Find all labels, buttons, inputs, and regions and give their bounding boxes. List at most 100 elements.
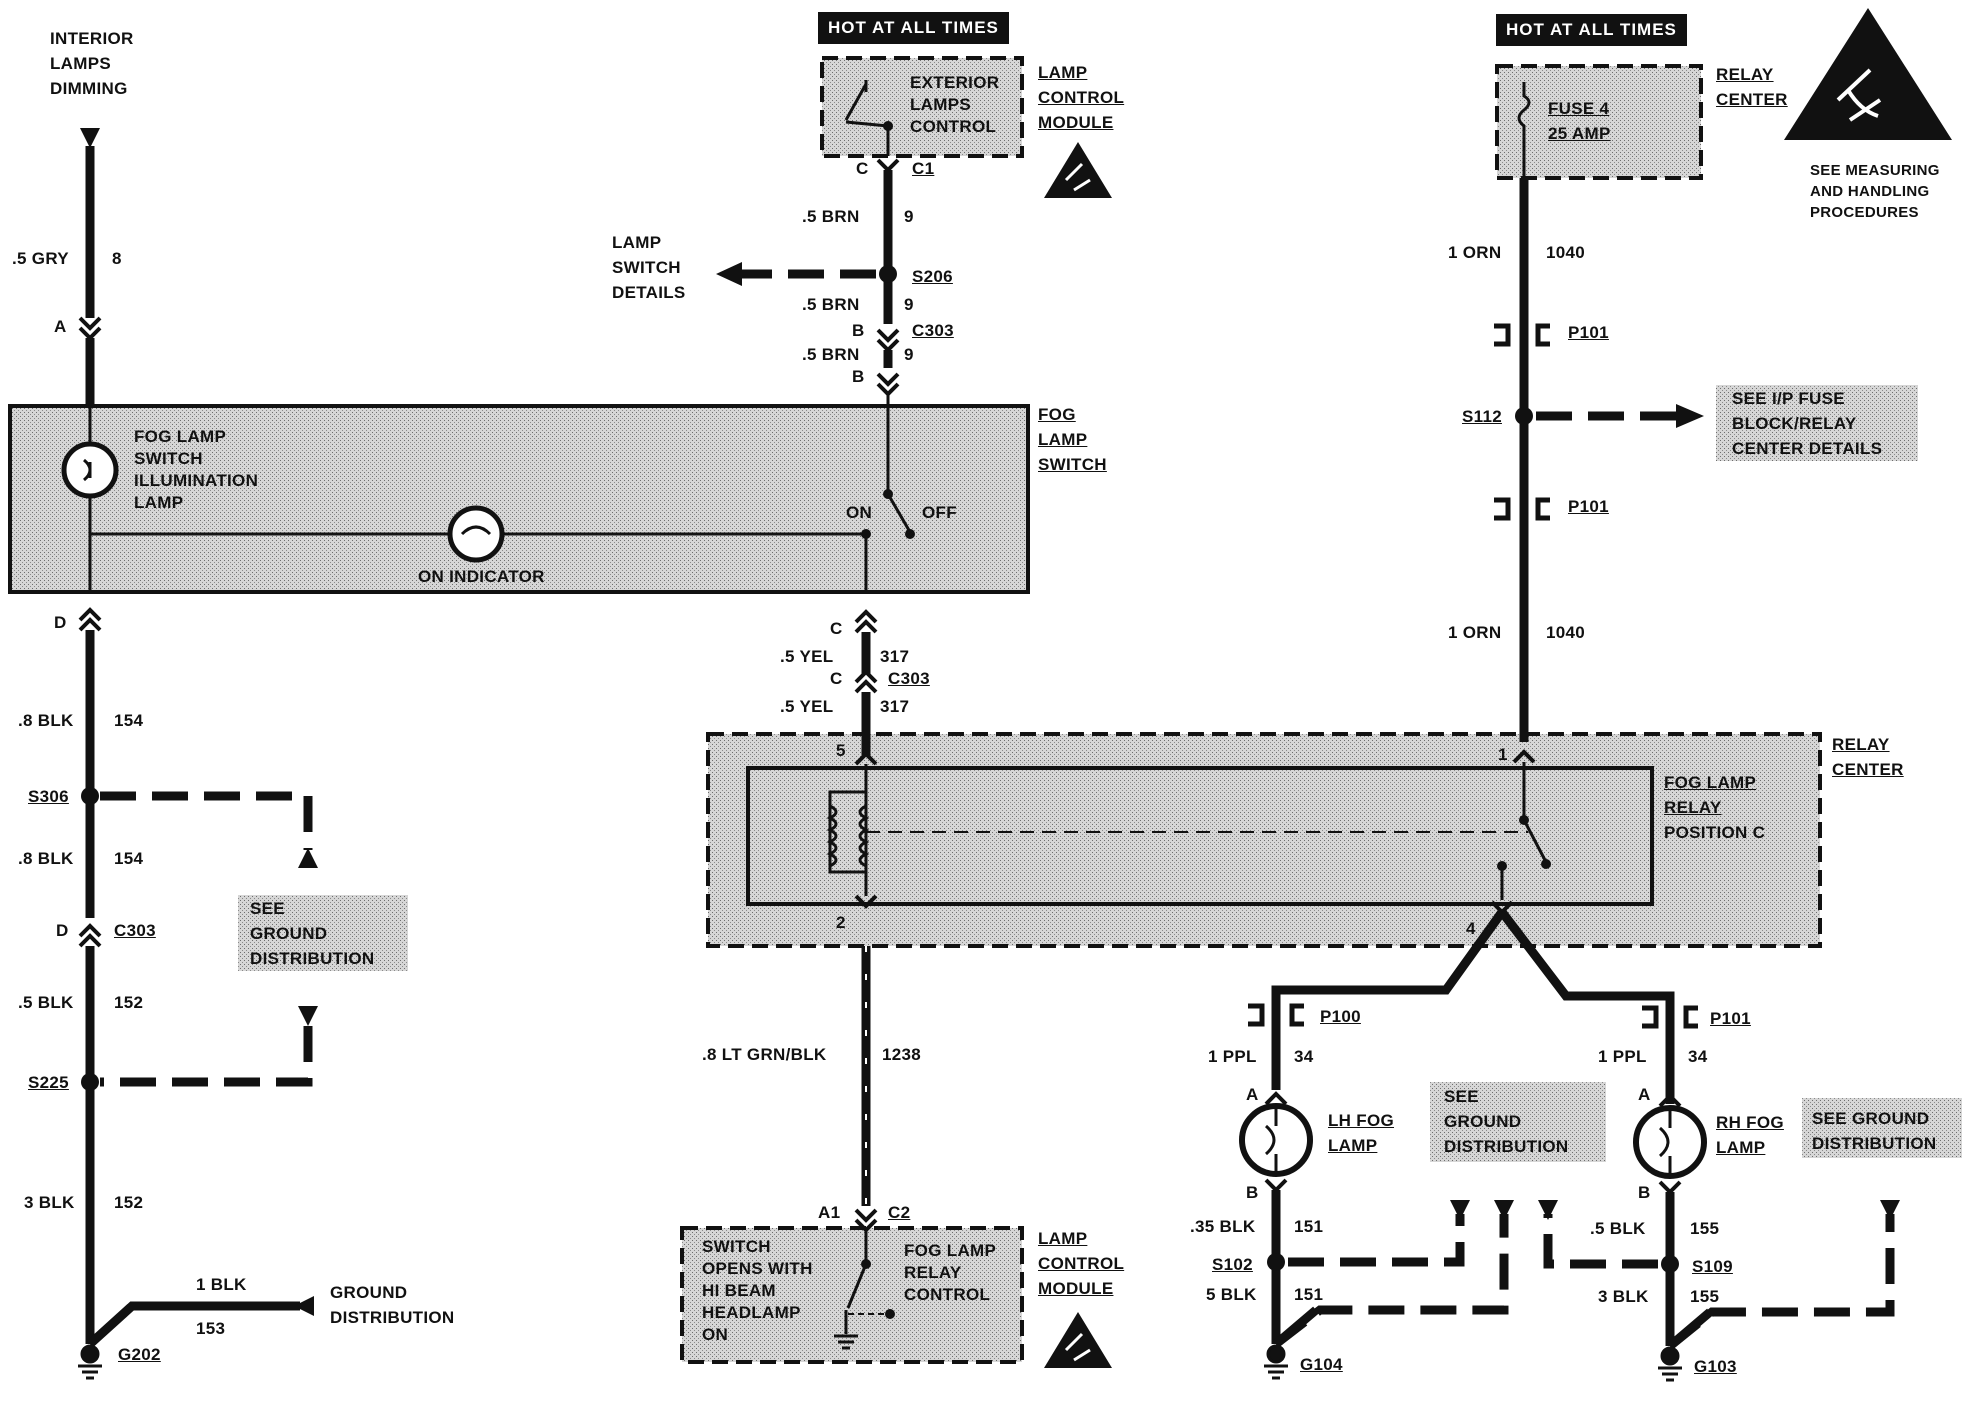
g202-label: G202 [118,1345,161,1364]
blk-153-num-label: 153 [196,1319,226,1338]
blk-155-wire-1-label: .5 BLK [1590,1219,1646,1238]
connector-pin-1 [1512,749,1536,764]
blk-151-num-2-label: 151 [1294,1285,1324,1304]
blk-151-num-1-label: 151 [1294,1217,1324,1236]
see-ground-distribution-mid-label: SEE GROUND DISTRIBUTION [1444,1087,1569,1156]
esd-warning-icon-top [1044,142,1112,198]
off-label: OFF [922,503,957,522]
fuse-symbol-icon [1517,82,1531,178]
b-pin-r-label: B [1638,1183,1651,1202]
lh-ground-arrow-1 [1450,1200,1470,1220]
relay-center-mid-label: RELAY CENTER [1832,735,1904,779]
p101-b-label: P101 [1568,497,1609,516]
fog-lamp-relay-box [746,766,1654,906]
ppl-wire-l-label: 1 PPL [1208,1047,1257,1066]
pin-2-label: 2 [836,913,846,932]
connector-c1 [876,158,900,173]
blk-155-num-2-label: 155 [1690,1287,1720,1306]
s109-label: S109 [1692,1257,1733,1276]
s306-splice [81,787,99,805]
on-indicator-label: ON INDICATOR [418,567,545,586]
yel-num-1-label: 317 [880,647,910,666]
on-indicator-icon [447,505,505,563]
lh-fog-lamp-label: LH FOG LAMP [1328,1111,1395,1155]
p101-connector-c-icon [1642,1005,1698,1029]
s112-label: S112 [1462,407,1502,426]
fuse4-label: FUSE 4 25 AMP [1548,99,1611,143]
lh-fog-lamp-filament-icon [1264,1106,1278,1174]
s102-splice [1267,1253,1285,1271]
dimming-input-arrow [80,128,100,148]
p101-connector-a-icon [1494,323,1550,347]
lamp-control-module-bottom-label: LAMP CONTROL MODULE [1038,1229,1125,1298]
connector-c303-b [876,328,900,353]
c2-label: C2 [888,1203,911,1222]
p101-a-label: P101 [1568,323,1609,342]
fog-switch-off-contact [905,529,915,539]
brn-wire-2-label: .5 BRN [802,295,860,314]
rh-ground-arrow-1 [1538,1200,1558,1220]
connector-d-top [78,607,102,632]
connector-c303-c [854,669,878,694]
ppl-num-r-label: 34 [1688,1047,1708,1066]
s102-label: S102 [1212,1255,1253,1274]
lh-lamp-connector-a [1264,1091,1288,1106]
blk-151-wire-2-label: 5 BLK [1206,1285,1257,1304]
see-ground-distribution-right-label: SEE GROUND DISTRIBUTION [1812,1109,1937,1153]
g103-ground-icon [1658,1346,1682,1382]
p101-c-label: P101 [1710,1009,1751,1028]
ppl-num-l-label: 34 [1294,1047,1314,1066]
connector-d-c303 [78,923,102,948]
lamp-switch-details-label: LAMP SWITCH DETAILS [612,233,686,302]
blk-154-num-1-label: 154 [114,711,144,730]
b-pin-2-label: B [852,367,865,386]
brn-wire-1-label: .5 BRN [802,207,860,226]
ground-dist-up-arrow [298,848,318,868]
brn-wire-3-label: .5 BRN [802,345,860,364]
ppl-wire-r-label: 1 PPL [1598,1047,1647,1066]
exterior-lamps-control-label: EXTERIOR LAMPS CONTROL [910,73,1000,136]
gry-num-label: 8 [112,249,122,268]
c-pin-label: C [856,159,869,178]
yel-wire-1-label: .5 YEL [780,647,834,666]
pin-5-label: 5 [836,741,846,760]
s109-splice [1661,1255,1679,1273]
yel-num-2-label: 317 [880,697,910,716]
esd-warning-icon-bottom [1044,1312,1112,1368]
lcm-internal-ground-icon [834,1310,858,1350]
blk-154-wire-1-label: .8 BLK [18,711,74,730]
ip-fuse-arrow [1676,404,1704,428]
yel-wire-2-label: .5 YEL [780,697,834,716]
c-pin-3-label: C [830,669,843,688]
blk-154-wire-2-label: .8 BLK [18,849,74,868]
hot-at-all-times-left: HOT AT ALL TIMES [818,12,1009,44]
gry-wire-label: .5 GRY [12,249,69,268]
b-pin-1-label: B [852,321,865,340]
connector-c-top [854,609,878,634]
on-indicator-filament-icon [460,525,492,536]
s225-label: S225 [28,1073,69,1092]
c303-b-label: C303 [912,321,954,340]
rh-fog-lamp-filament-icon [1658,1108,1672,1176]
see-ground-distribution-left-label: SEE GROUND DISTRIBUTION [250,899,375,968]
p101-connector-b-icon [1494,497,1550,521]
see-measuring-label: SEE MEASURING AND HANDLING PROCEDURES [1810,162,1940,221]
orn-num-2-label: 1040 [1546,623,1586,642]
see-ground-distribution-mid-box [1430,1082,1606,1162]
rh-fog-lamp-label: RH FOG LAMP [1716,1113,1784,1157]
c-pin-2-label: C [830,619,843,638]
connector-a [78,316,102,341]
esd-warning-icon-top-right [1784,8,1952,140]
s109-dashed-link [1543,1214,1658,1269]
see-ground-distribution-left-box [238,895,408,971]
see-ip-fuse-box [1716,385,1918,461]
lamp-control-module-top-label: LAMP CONTROL MODULE [1038,63,1125,132]
fuse-box [1495,64,1703,180]
blk-151-wire-1-label: .35 BLK [1190,1217,1256,1236]
blk-152-num-2-label: 152 [114,1193,144,1212]
s225-splice [81,1073,99,1091]
lh-lamp-connector-b [1264,1178,1288,1193]
ground-distribution-arrow [294,1296,314,1316]
brn-num-1-label: 9 [904,207,914,226]
